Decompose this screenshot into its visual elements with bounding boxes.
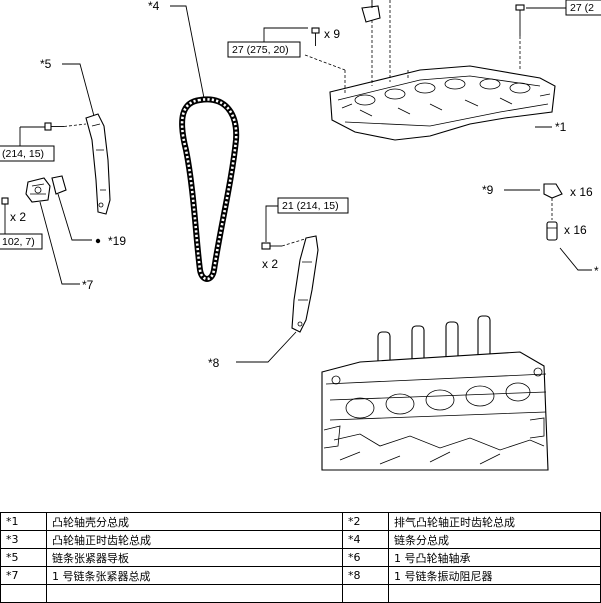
lash-adjuster-part bbox=[546, 221, 558, 241]
torque-top-right: 27 (2 bbox=[570, 2, 594, 14]
callout-5: *5 bbox=[40, 57, 52, 71]
chain-damper-part bbox=[291, 235, 319, 333]
bolt-icon bbox=[515, 4, 525, 36]
torque-bottom-left: 102, 7) bbox=[2, 236, 35, 248]
legend-key: *1 bbox=[0, 512, 47, 531]
chain-tensioner-part bbox=[25, 177, 51, 203]
bolt-icon bbox=[44, 122, 64, 131]
engine-block-part bbox=[321, 315, 549, 471]
callout-edge: * bbox=[594, 264, 599, 278]
torque-left: (214, 15) bbox=[2, 148, 44, 160]
legend-key: *3 bbox=[0, 530, 47, 549]
bolt-icon bbox=[311, 27, 320, 46]
count-x2-left: x 2 bbox=[10, 210, 26, 224]
torque-mid: 21 (214, 15) bbox=[282, 200, 339, 212]
legend-value: 1 号凸轮轴轴承 bbox=[388, 548, 601, 567]
legend-key: *4 bbox=[342, 530, 389, 549]
legend-key: *7 bbox=[0, 566, 47, 585]
legend-value: 凸轮轴正时齿轮总成 bbox=[46, 530, 343, 549]
count-x2-mid: x 2 bbox=[262, 257, 278, 271]
callout-1: *1 bbox=[555, 120, 567, 134]
count-x9: x 9 bbox=[324, 27, 340, 41]
legend-value: 凸轮轴壳分总成 bbox=[46, 512, 343, 531]
legend-value bbox=[46, 584, 343, 603]
bolt-icon bbox=[261, 242, 282, 250]
legend-key: *8 bbox=[342, 566, 389, 585]
callout-8: *8 bbox=[208, 356, 220, 370]
callout-9: *9 bbox=[482, 183, 494, 197]
legend-key: *5 bbox=[0, 548, 47, 567]
legend-key: *2 bbox=[342, 512, 389, 531]
legend-key: *6 bbox=[342, 548, 389, 567]
legend-key bbox=[0, 584, 47, 603]
timing-chain-part bbox=[179, 96, 240, 282]
torque-top: 27 (275, 20) bbox=[232, 44, 289, 56]
tensioner-guide-part bbox=[85, 113, 111, 215]
legend-value: 链条分总成 bbox=[388, 530, 601, 549]
camshaft-bearing-cap-part bbox=[543, 183, 563, 199]
exploded-parts-diagram: *1 x 9 27 (275, 20) 27 (2 *4 *5 (214, 15… bbox=[0, 0, 601, 471]
plunger-part bbox=[51, 175, 67, 195]
legend-key bbox=[342, 584, 389, 603]
bolt-icon bbox=[1, 197, 9, 214]
count-x16-a: x 16 bbox=[570, 185, 593, 199]
callout-4: *4 bbox=[148, 0, 160, 13]
legend-value bbox=[388, 584, 601, 603]
count-x16-b: x 16 bbox=[564, 223, 587, 237]
camshaft-housing-part bbox=[329, 65, 556, 141]
callout-19: *19 bbox=[108, 234, 126, 248]
callout-7: *7 bbox=[82, 278, 94, 292]
legend-value: 排气凸轮轴正时齿轮总成 bbox=[388, 512, 601, 531]
legend-row bbox=[0, 584, 601, 603]
legend-value: 1 号链条振动阻尼器 bbox=[388, 566, 601, 585]
legend-value: 链条张紧器导板 bbox=[46, 548, 343, 567]
legend-value: 1 号链条张紧器总成 bbox=[46, 566, 343, 585]
